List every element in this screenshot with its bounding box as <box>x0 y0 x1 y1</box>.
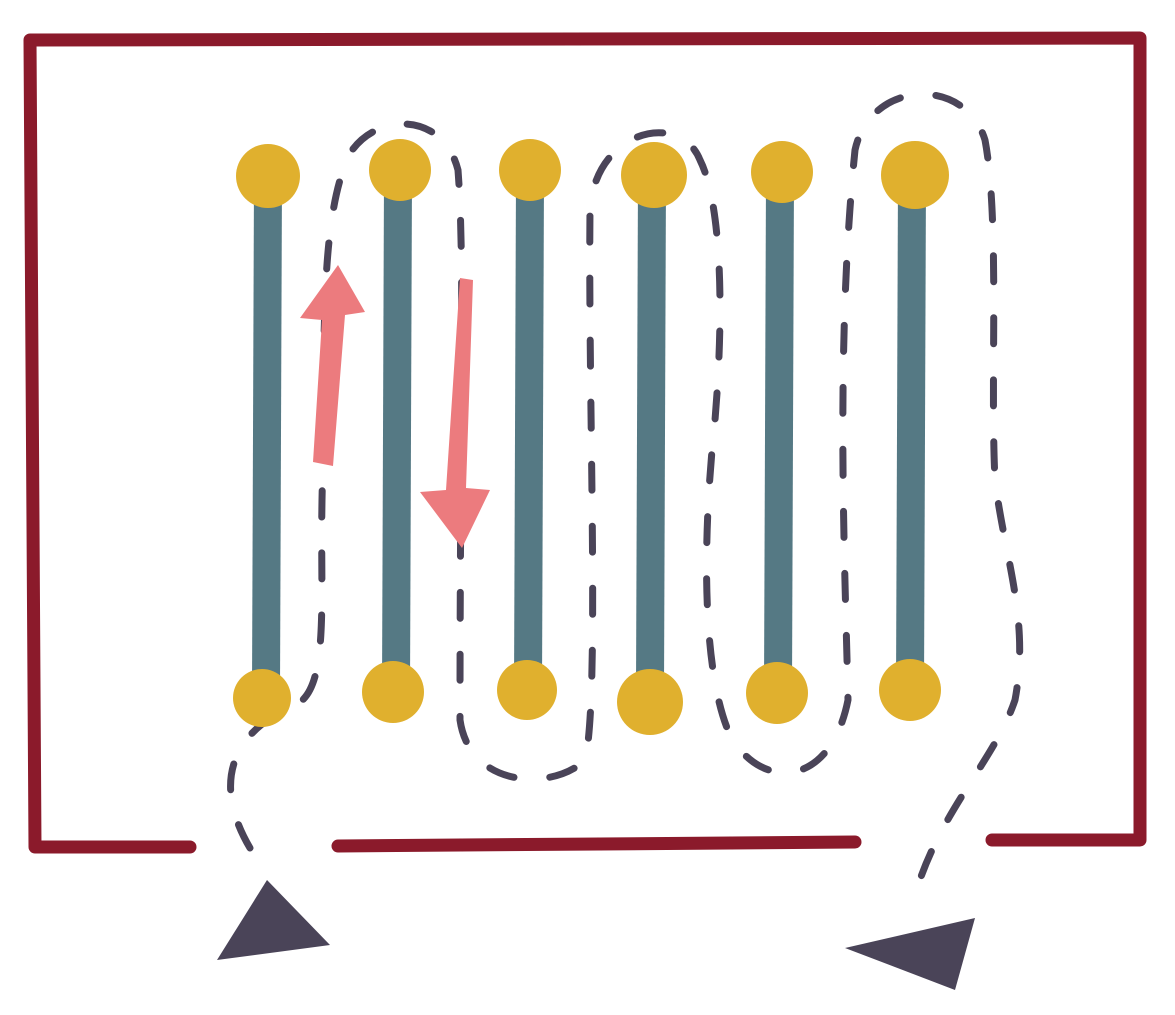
rod-1-top-cap <box>236 144 300 208</box>
rod-6-top-cap <box>881 141 949 209</box>
rod-5-top-cap <box>751 141 813 203</box>
rod-3-bottom-cap <box>497 660 557 720</box>
serpentine-path <box>227 90 1024 899</box>
rod-4-bottom-cap <box>617 669 683 735</box>
arrow-up-icon <box>300 265 365 466</box>
rod-2 <box>382 175 412 691</box>
rod-3 <box>514 175 544 691</box>
rod-6-bottom-cap <box>879 659 941 721</box>
rod-1 <box>252 175 282 691</box>
exit-triangle-icon <box>845 918 975 990</box>
rod-2-bottom-cap <box>362 661 424 723</box>
rod-4 <box>636 175 666 691</box>
rod-1-bottom-cap <box>233 669 291 727</box>
frame-bottom-middle <box>331 835 862 853</box>
rod-5 <box>764 175 794 691</box>
rod-3-top-cap <box>499 139 561 201</box>
frame-left-section <box>23 31 1147 854</box>
rod-2-top-cap <box>369 139 431 201</box>
rod-6 <box>896 175 926 691</box>
rod-4-top-cap <box>621 142 687 208</box>
entry-triangle-icon <box>217 880 330 960</box>
rod-5-bottom-cap <box>746 662 808 724</box>
arrow-down-icon <box>420 278 490 548</box>
